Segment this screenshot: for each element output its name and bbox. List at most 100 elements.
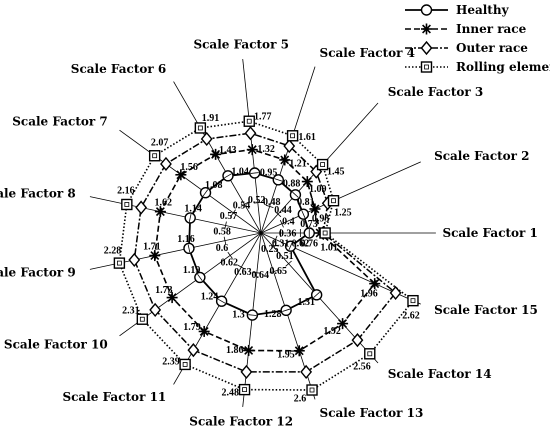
- tick-label: 0.63: [234, 267, 252, 278]
- tick-label: 1.16: [177, 234, 195, 245]
- square-marker: [364, 348, 376, 360]
- series-line: [187, 172, 318, 317]
- square-marker-inner: [197, 125, 203, 131]
- square-marker-inner: [424, 64, 429, 70]
- legend-entry: Outer race: [405, 40, 528, 56]
- outer-tick-label: 2.48: [221, 388, 239, 399]
- series-line: [133, 132, 397, 373]
- tick-mark: [295, 349, 304, 353]
- tick-mark: [153, 251, 157, 260]
- tick-mark: [248, 314, 257, 316]
- tick-label: 0.51: [276, 251, 294, 262]
- series-markers: [113, 115, 419, 396]
- tick-label: 1.04: [231, 166, 249, 177]
- diamond-marker: [200, 131, 213, 147]
- tick-label: 0.76: [301, 239, 319, 250]
- tick-mark: [265, 204, 274, 209]
- tick-label: 1.79: [183, 322, 201, 333]
- outer-tick-label: 2.62: [402, 311, 420, 322]
- tick-mark: [279, 219, 284, 228]
- tick-label: 1.62: [155, 197, 173, 208]
- spoke: [119, 129, 262, 234]
- tick-mark: [304, 178, 311, 185]
- square-marker-inner: [152, 153, 158, 159]
- tick-label: 0.57: [220, 211, 238, 222]
- tick-label: 0.62: [220, 258, 238, 269]
- tick-mark: [273, 235, 278, 244]
- tick-label: 1.95: [277, 349, 295, 360]
- tick-mark: [285, 260, 292, 267]
- tick-label: 0.48: [263, 197, 281, 208]
- tick-mark: [188, 213, 192, 222]
- axis-label: Scale Factor 10: [4, 337, 108, 351]
- tick-mark: [339, 320, 346, 327]
- tick-mark: [217, 298, 226, 304]
- square-marker: [420, 61, 433, 73]
- spoke: [173, 81, 262, 234]
- tick-label: 1.08: [205, 180, 223, 191]
- tick-mark: [224, 221, 227, 230]
- series-lines: [118, 120, 415, 391]
- tick-label: 0.54: [233, 200, 251, 211]
- square-marker: [136, 313, 149, 325]
- diamond-marker: [149, 302, 162, 317]
- diamond-marker: [420, 40, 433, 56]
- tick-mark: [292, 191, 299, 198]
- outer-tick-label: 2.39: [162, 356, 180, 367]
- tick-label: 1.14: [184, 204, 202, 215]
- tick-label: 1.71: [143, 241, 161, 252]
- square-marker: [113, 257, 126, 269]
- square-marker-inner: [367, 351, 373, 357]
- tick-mark: [202, 189, 209, 197]
- square-marker: [238, 383, 251, 396]
- diamond-marker: [283, 138, 296, 154]
- square-marker: [316, 158, 329, 171]
- asterisk-marker: [421, 23, 432, 35]
- tick-label: 0.81: [297, 197, 315, 208]
- diamond-marker: [240, 364, 253, 380]
- square-marker-inner: [116, 260, 122, 266]
- tick-label: 1.3: [232, 310, 245, 321]
- square-marker: [327, 195, 340, 207]
- square-marker: [319, 227, 331, 239]
- outer-tick-label: 2.56: [353, 362, 371, 373]
- tick-mark: [312, 205, 317, 213]
- outer-tick-label: 1.01: [320, 243, 338, 254]
- circle-marker: [420, 4, 433, 16]
- spoke: [260, 161, 421, 234]
- tick-label: 1.86: [226, 345, 244, 356]
- square-marker-inner: [139, 316, 145, 322]
- square-marker-inner: [331, 198, 336, 204]
- tick-label: 0.25: [261, 244, 279, 255]
- tick-label: 1.32: [257, 144, 275, 155]
- axis-label: Scale Factor 14: [388, 367, 492, 381]
- tick-label: 1.09: [309, 184, 327, 195]
- outer-tick-label: 2.31: [122, 306, 140, 317]
- square-marker: [243, 115, 255, 127]
- outer-tick-label: 1.61: [298, 132, 316, 143]
- diamond-marker: [160, 156, 172, 172]
- tick-label: 0.4: [282, 216, 295, 227]
- tick-mark: [253, 201, 262, 204]
- tick-mark: [240, 202, 249, 207]
- diamond-marker: [128, 252, 141, 268]
- axis-label: Scale Factor 7: [12, 115, 107, 129]
- tick-mark: [159, 207, 162, 216]
- tick-label: 1.96: [360, 288, 378, 299]
- square-marker-inner: [320, 162, 326, 167]
- axis-label: Scale Factor 13: [320, 406, 424, 420]
- diamond-marker: [135, 200, 148, 215]
- square-marker: [148, 150, 161, 162]
- tick-label: 0.52: [248, 195, 266, 206]
- square-marker: [306, 384, 318, 396]
- legend-label: Healthy: [456, 3, 510, 17]
- legend-label: Rolling element: [456, 60, 550, 74]
- tick-label: 0.65: [269, 266, 287, 277]
- diamond-marker: [187, 343, 200, 358]
- tick-label: 0.73: [300, 219, 318, 230]
- tick-mark: [169, 294, 175, 302]
- square-marker-inner: [242, 387, 247, 393]
